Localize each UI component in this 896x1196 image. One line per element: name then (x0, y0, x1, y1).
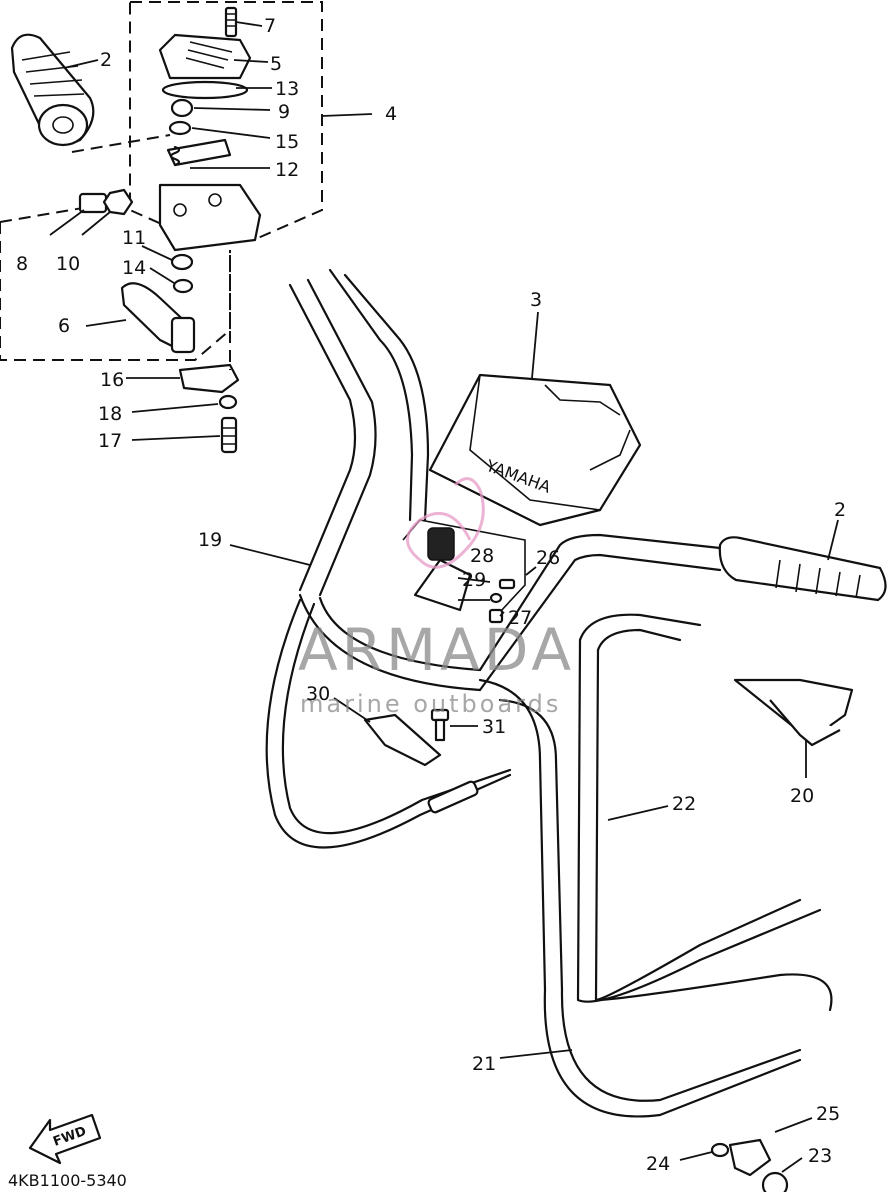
nut-10 (102, 188, 134, 216)
washer-24 (710, 1142, 730, 1158)
callout-29: 29 (462, 569, 486, 591)
callout-24: 24 (646, 1153, 670, 1175)
bracket-16 (178, 363, 240, 394)
diagram-code: 4KB1100-5340 (8, 1171, 127, 1190)
assembly-boundary (129, 1, 323, 240)
callout-17: 17 (98, 430, 122, 452)
switch-housing-body (158, 183, 262, 252)
callout-31: 31 (482, 716, 506, 738)
lever-6 (120, 282, 196, 354)
left-grip (10, 33, 95, 147)
callout-15: 15 (275, 131, 299, 153)
callout-21: 21 (472, 1053, 496, 1075)
callout-25: 25 (816, 1103, 840, 1125)
cable-upper-2 (343, 273, 430, 522)
callout-12: 12 (275, 159, 299, 181)
callout-23: 23 (808, 1145, 832, 1167)
handlebar-cover: YAMAHA (428, 373, 642, 527)
screw-7 (224, 6, 238, 38)
callout-28: 28 (470, 545, 494, 567)
watermark-title: ARMADA (298, 616, 575, 684)
callout-5: 5 (270, 53, 282, 75)
bolt-31 (430, 708, 450, 742)
washer-11 (170, 253, 194, 271)
callout-8: 8 (16, 253, 28, 275)
callout-11: 11 (122, 227, 146, 249)
right-grip (718, 536, 887, 602)
callout-3: 3 (530, 289, 542, 311)
washer-14 (172, 278, 194, 294)
bracket-25 (728, 1138, 772, 1177)
callout-2-left: 2 (100, 49, 112, 71)
cable-22 (576, 613, 833, 1012)
pin-23 (761, 1171, 789, 1196)
screw-8 (78, 192, 108, 214)
callout-20: 20 (790, 785, 814, 807)
callout-30: 30 (306, 683, 330, 705)
gasket-13 (161, 80, 249, 100)
cable-19 (265, 598, 512, 849)
callout-19: 19 (198, 529, 222, 551)
fwd-arrow: FWD (28, 1113, 102, 1165)
pin-27 (488, 608, 504, 624)
washer-15 (168, 120, 192, 136)
washer-9 (170, 98, 194, 118)
callout-14: 14 (122, 257, 146, 279)
washer-29 (489, 592, 503, 604)
cable-21 (478, 678, 802, 1118)
callout-27: 27 (508, 607, 532, 629)
watermark-subtitle: marine outboards (300, 690, 561, 718)
switch-housing-cover (158, 33, 252, 80)
grip-link (71, 134, 171, 153)
handlebar (288, 278, 722, 692)
callout-9: 9 (278, 101, 290, 123)
callout-13: 13 (275, 78, 299, 100)
plate-12 (166, 138, 232, 167)
callout-26: 26 (536, 547, 560, 569)
lever-assembly-26 (402, 519, 526, 613)
screw-17 (220, 416, 238, 454)
washer-18 (218, 394, 238, 410)
callout-18: 18 (98, 403, 122, 425)
callout-10: 10 (56, 253, 80, 275)
callout-6: 6 (58, 315, 70, 337)
switch-20 (733, 678, 854, 747)
callout-16: 16 (100, 369, 124, 391)
cable-upper (328, 268, 414, 522)
callout-2-right: 2 (834, 499, 846, 521)
clamp-30 (363, 713, 442, 767)
callout-22: 22 (672, 793, 696, 815)
watermark: ARMADA marine outboards (298, 477, 575, 718)
callout-7: 7 (264, 15, 276, 37)
screw-28 (498, 578, 516, 590)
spring-12 (169, 145, 181, 167)
callout-4: 4 (385, 103, 397, 125)
